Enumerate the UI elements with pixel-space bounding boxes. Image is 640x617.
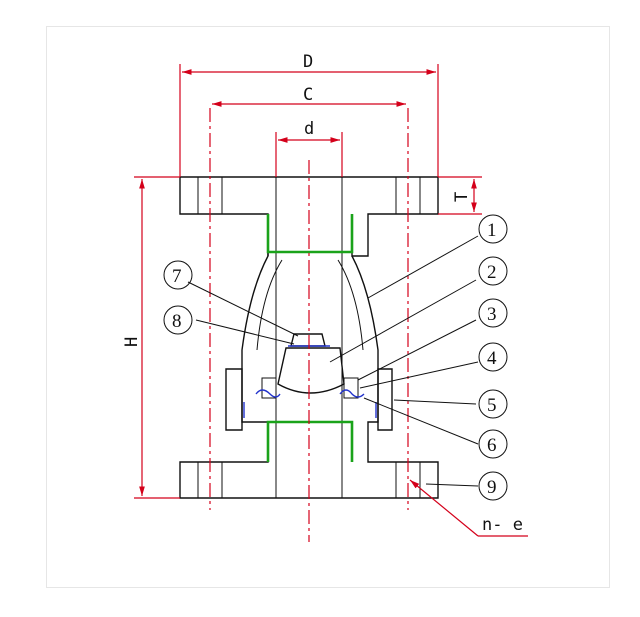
label-H: H <box>122 337 142 347</box>
dimension-C: C <box>212 85 406 107</box>
part-balloon-2: 2 <box>478 256 508 286</box>
part-balloon-1: 1 <box>478 214 508 244</box>
dimension-T: T <box>438 176 482 215</box>
label-C: C <box>303 85 313 105</box>
label-T: T <box>452 192 472 202</box>
svg-text:8: 8 <box>172 311 182 332</box>
part-balloon-7: 7 <box>163 260 193 290</box>
svg-text:7: 7 <box>172 266 182 287</box>
label-n-e: n- e <box>482 515 523 535</box>
label-D: D <box>303 52 313 72</box>
svg-text:3: 3 <box>487 304 497 325</box>
part-balloon-3: 3 <box>478 298 508 328</box>
green-liner <box>266 214 354 462</box>
svg-text:6: 6 <box>487 435 497 456</box>
svg-text:9: 9 <box>487 477 497 498</box>
dimension-H: H <box>122 176 180 499</box>
svg-text:4: 4 <box>487 348 497 369</box>
label-d: d <box>304 119 314 139</box>
svg-text:1: 1 <box>487 220 497 241</box>
leader-lines <box>187 235 479 487</box>
valve-body-outline <box>179 176 439 499</box>
part-balloon-8: 8 <box>163 305 193 335</box>
part-balloon-4: 4 <box>478 342 508 372</box>
dimension-d: d <box>275 119 343 177</box>
part-balloon-9: 9 <box>478 471 508 501</box>
svg-text:2: 2 <box>487 262 497 283</box>
svg-text:5: 5 <box>487 395 497 416</box>
dimension-n-e: n- e <box>409 479 528 537</box>
part-balloon-5: 5 <box>478 389 508 419</box>
part-balloon-6: 6 <box>478 429 508 459</box>
dimension-D: D <box>179 52 439 177</box>
